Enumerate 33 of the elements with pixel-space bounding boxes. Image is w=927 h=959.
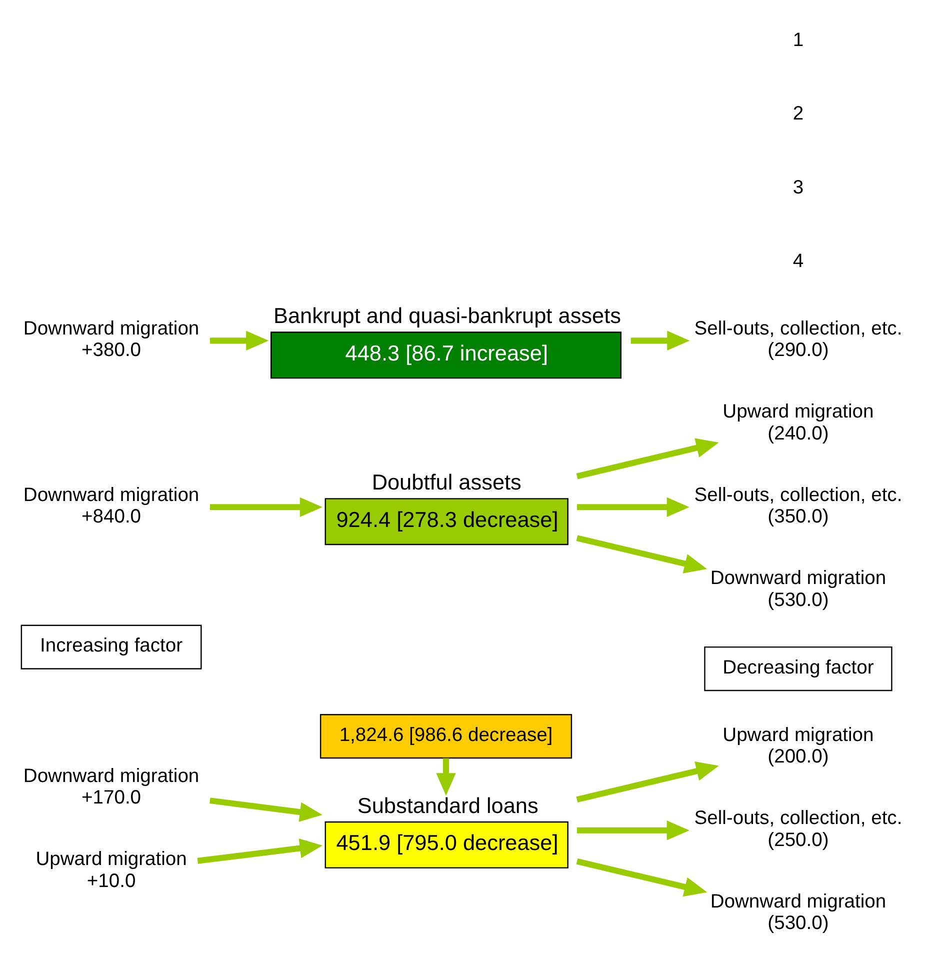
node-text: Sell-outs, collection, etc. (250.0) — [694, 808, 902, 850]
node-text: Upward migration (240.0) — [722, 401, 874, 444]
arrow — [576, 858, 708, 896]
node-box: 1,824.6 [986.6 decrease] — [320, 714, 572, 758]
arrow — [576, 534, 708, 573]
arrow — [576, 760, 719, 802]
node-text: Sell-outs, collection, etc. (350.0) — [694, 484, 902, 528]
node-label: Substandard loans — [357, 792, 538, 818]
arrow — [210, 330, 269, 350]
arrow — [576, 438, 719, 479]
node-label: Bankrupt and quasi-bankrupt assets — [274, 302, 621, 328]
node-label: Doubtful assets — [372, 469, 522, 494]
label: 3 — [792, 176, 804, 198]
label: 1 — [792, 30, 804, 51]
node-box: Decreasing factor — [704, 646, 892, 691]
arrow — [210, 797, 322, 822]
node-text: Downward migration +170.0 — [23, 765, 200, 808]
node-text: Downward migration +380.0 — [23, 318, 200, 361]
node-box: Increasing factor — [20, 624, 202, 669]
arrow — [436, 758, 456, 796]
node-text: Downward migration +840.0 — [23, 484, 200, 528]
node-text: Sell-outs, collection, etc. (290.0) — [694, 318, 902, 361]
node-text: Upward migration +10.0 — [36, 848, 187, 892]
node-text: Downward migration (530.0) — [710, 568, 886, 610]
arrow — [576, 820, 690, 840]
node-text: Upward migration (200.0) — [722, 724, 874, 768]
arrow — [210, 496, 322, 517]
label: 2 — [792, 103, 804, 124]
label: 4 — [792, 250, 804, 272]
arrow — [197, 838, 322, 864]
node-text: Downward migration (530.0) — [710, 890, 886, 934]
arrow — [630, 330, 690, 350]
arrow — [576, 496, 690, 517]
